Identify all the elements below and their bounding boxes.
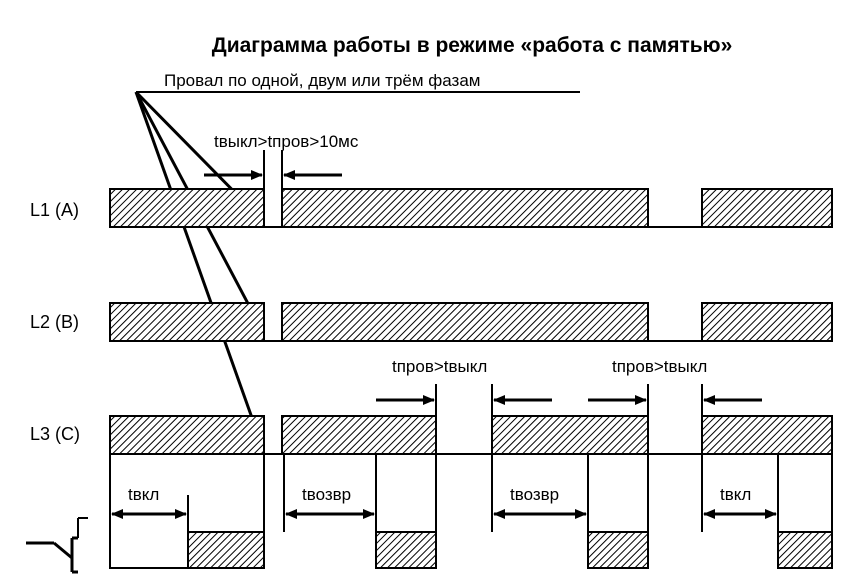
annotation-t-on-2: tвкл bbox=[720, 485, 751, 504]
l3-bar bbox=[491, 415, 649, 455]
relay-output-bar bbox=[187, 531, 265, 569]
relay-output-bar bbox=[777, 531, 833, 569]
phase-l1-signal bbox=[109, 188, 833, 228]
relay-output-bar bbox=[375, 531, 437, 569]
row-label-l1: L1 (A) bbox=[30, 200, 79, 220]
l1-bar bbox=[109, 188, 265, 228]
callout-leader-l3 bbox=[134, 91, 264, 447]
annotation-t-dip-gt-t-off-2: tпров>tвыкл bbox=[612, 357, 707, 376]
annotation-t-dip-gt-t-off-1: tпров>tвыкл bbox=[392, 357, 487, 376]
annotation-t-return-1: tвозвр bbox=[302, 485, 351, 504]
row-label-l2: L2 (B) bbox=[30, 312, 79, 332]
l2-bar bbox=[701, 302, 833, 342]
relay-output-signal bbox=[109, 453, 833, 569]
l3-bar bbox=[281, 415, 437, 455]
l2-bar bbox=[281, 302, 649, 342]
annotation-t-on-1: tвкл bbox=[128, 485, 159, 504]
relay-contact-icon bbox=[26, 517, 88, 574]
phase-l3-signal bbox=[109, 415, 833, 455]
callout-label: Провал по одной, двум или трём фазам bbox=[164, 71, 480, 90]
row-label-l3: L3 (C) bbox=[30, 424, 80, 444]
l3-bar bbox=[109, 415, 265, 455]
annotation-t-off-gt-t-dip: tвыкл>tпров>10мс bbox=[214, 132, 359, 151]
l1-bar bbox=[701, 188, 833, 228]
diagram-title: Диаграмма работы в режиме «работа с памя… bbox=[212, 34, 733, 57]
annotation-t-return-2: tвозвр bbox=[510, 485, 559, 504]
l2-bar bbox=[109, 302, 265, 342]
relay-output-line bbox=[109, 453, 833, 569]
phase-l2-signal bbox=[109, 302, 833, 342]
l3-bar bbox=[701, 415, 833, 455]
relay-output-bar bbox=[587, 531, 649, 569]
l1-bar bbox=[281, 188, 649, 228]
